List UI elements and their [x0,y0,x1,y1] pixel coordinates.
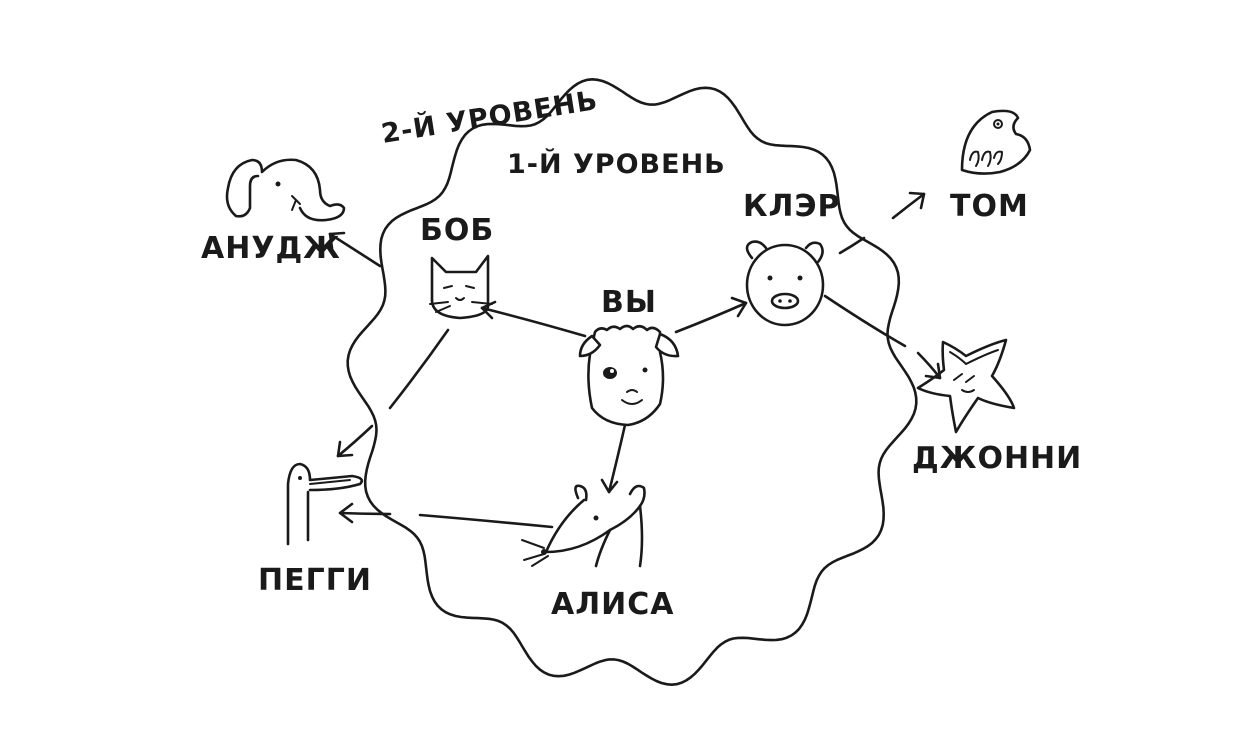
level-1-label: 1-Й УРОВЕНЬ [507,148,726,180]
edge-claire-jonny [823,294,907,348]
arrowhead-bob-anuj [328,231,346,250]
cat-icon [429,254,493,320]
mouse-icon [521,484,646,568]
node-label-claire: КЛЭР [743,189,840,224]
node-label-alice: АЛИСА [551,587,674,622]
node-label-bob: БОБ [420,213,494,248]
node-label-anuj: АНУДЖ [201,231,341,266]
pig-icon [745,240,825,327]
node-label-jonny: ДЖОННИ [912,441,1082,476]
edge-bob-peggy [388,328,450,410]
arrowhead-claire-jonny [924,362,942,380]
edge-alice-peggy-outer [338,511,392,516]
arrowhead-claire-tom [908,191,926,210]
edge-bob-anuj [328,232,382,268]
arrowhead-you-claire [730,296,748,318]
fish-icon [960,109,1032,175]
edge-bob-peggy-outer [336,424,374,458]
edge-you-bob [480,306,587,338]
arrowhead-alice-peggy [338,502,354,524]
level-1-boundary [346,78,918,686]
edge-alice-peggy [418,513,554,529]
node-label-tom: ТОМ [950,189,1029,224]
edge-claire-tom [838,236,866,255]
elephant-icon [225,158,346,222]
duck-icon [286,462,364,546]
node-label-peggy: ПЕГГИ [258,563,372,598]
node-label-you: ВЫ [601,285,657,320]
edge-claire-tom-outer [891,192,926,220]
edge-you-claire [674,301,748,334]
dog-icon [578,324,680,427]
arrowhead-bob-peggy [336,440,354,458]
edges [328,191,942,529]
arrowhead-you-alice [600,478,619,494]
edge-you-alice [607,423,627,494]
level-2-label: 2-Й УРОВЕНЬ [379,84,600,150]
starfish-icon [916,338,1016,434]
